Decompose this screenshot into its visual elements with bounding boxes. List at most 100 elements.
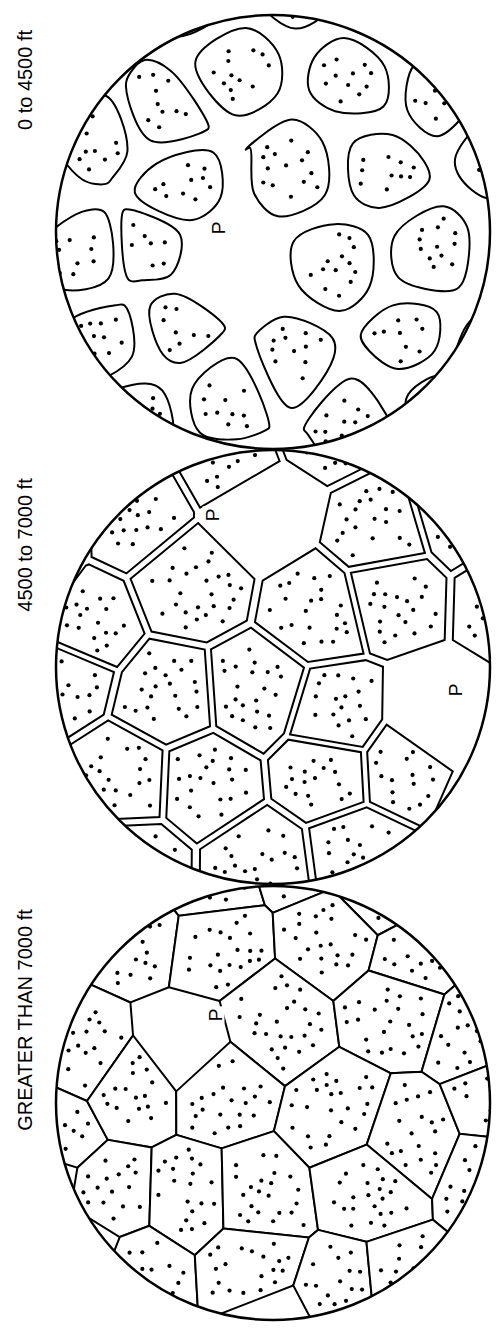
grain-dot	[366, 1049, 370, 1053]
depth-label: GREATER THAN 7000 ft	[15, 909, 35, 1131]
grain-dot	[43, 693, 47, 697]
grain-dot	[106, 924, 110, 928]
grain-dot	[154, 497, 158, 501]
grain-dot	[278, 584, 282, 588]
grain-dot	[333, 461, 337, 465]
grain-dot	[197, 753, 201, 757]
grain-dot	[417, 349, 421, 353]
grain-dot	[437, 1288, 441, 1292]
grain-dot	[303, 1007, 307, 1011]
grain-dot	[424, 101, 428, 105]
grain-dot	[345, 1020, 349, 1024]
grain-dots	[100, 471, 176, 546]
grain-dot	[405, 886, 409, 890]
grain-dot	[146, 1105, 150, 1109]
grain-dots	[175, 748, 248, 819]
grain-dot	[383, 957, 387, 961]
grain-dot	[92, 636, 96, 640]
grain-dot	[230, 412, 234, 416]
grain-dot	[426, 794, 430, 798]
grain-dot	[157, 1308, 161, 1312]
grain-dot	[96, 1186, 100, 1190]
grain-dot	[102, 335, 106, 339]
sand-grain	[290, 660, 383, 747]
grain-dot	[212, 854, 216, 858]
grain-dot	[348, 792, 352, 796]
grain-dot	[229, 797, 233, 801]
grain-dot	[366, 414, 370, 418]
grain-dot	[389, 1047, 393, 1051]
grain-dot	[320, 970, 324, 974]
grain-dot	[334, 57, 338, 61]
grain-dot	[246, 1219, 250, 1223]
grain-dot	[365, 85, 369, 89]
grain-dot	[104, 607, 108, 611]
grain-dot	[444, 1197, 448, 1201]
grain-dot	[258, 1084, 262, 1088]
grain-dot	[114, 318, 118, 322]
sand-grain	[195, 1228, 309, 1317]
grain-dot	[307, 626, 311, 630]
grain-dot	[369, 498, 373, 502]
grain-dot	[346, 963, 350, 967]
grain-dot	[467, 533, 471, 537]
grain-dot	[253, 1095, 257, 1099]
grain-dot	[53, 1029, 57, 1033]
grain-dot	[237, 78, 241, 82]
grain-dot	[384, 507, 388, 511]
grain-dot	[223, 398, 227, 402]
grain-dot	[260, 52, 264, 56]
grain-dot	[66, 1048, 70, 1052]
grain-dot	[137, 746, 141, 750]
grain-dot	[492, 1196, 496, 1200]
grain-dot	[493, 158, 497, 162]
grain-dots	[102, 1055, 168, 1123]
grain-dot	[411, 1034, 415, 1038]
grain-dot	[153, 964, 157, 968]
grain-dot	[390, 1310, 394, 1314]
grain-dot	[186, 163, 190, 167]
grain-dot	[274, 693, 278, 697]
grain-dot	[100, 957, 104, 961]
grain-dot	[235, 921, 239, 925]
grain-dot	[254, 698, 258, 702]
grain-dots	[238, 974, 324, 1071]
grain-dot	[208, 963, 212, 967]
grain-dot	[434, 1163, 438, 1167]
grain-dots	[309, 232, 358, 297]
grain-dot	[112, 900, 116, 904]
grain-dot	[235, 948, 239, 952]
sand-grain	[348, 134, 430, 208]
grain-dot	[52, 1018, 56, 1022]
grain-dot	[184, 610, 188, 614]
grain-dot	[372, 517, 376, 521]
grain-dots	[379, 1234, 453, 1324]
grain-dot	[177, 342, 181, 346]
grain-dot	[111, 416, 115, 420]
grain-dot	[493, 491, 497, 495]
grain-dot	[227, 49, 231, 53]
grain-dot	[164, 880, 168, 884]
grain-dot	[243, 869, 247, 873]
grain-dot	[309, 1145, 313, 1149]
grain-dot	[360, 1287, 364, 1291]
grain-dot	[342, 399, 346, 403]
grain-dot	[363, 63, 367, 67]
grain-dot	[207, 383, 211, 387]
grain-dot	[148, 804, 152, 808]
grain-dots	[81, 1157, 142, 1220]
grain-dot	[283, 597, 287, 601]
grain-dot	[151, 263, 155, 267]
grain-dot	[467, 1217, 471, 1221]
grain-dot	[399, 174, 403, 178]
grain-dot	[105, 1102, 109, 1106]
grain-dot	[227, 606, 231, 610]
grain-dot	[413, 99, 417, 103]
grain-dot	[399, 160, 403, 164]
grain-dot	[49, 1046, 53, 1050]
section-outline	[56, 450, 490, 884]
grain-dot	[340, 797, 344, 801]
grain-dot	[103, 1029, 107, 1033]
grain-dot	[260, 852, 264, 856]
